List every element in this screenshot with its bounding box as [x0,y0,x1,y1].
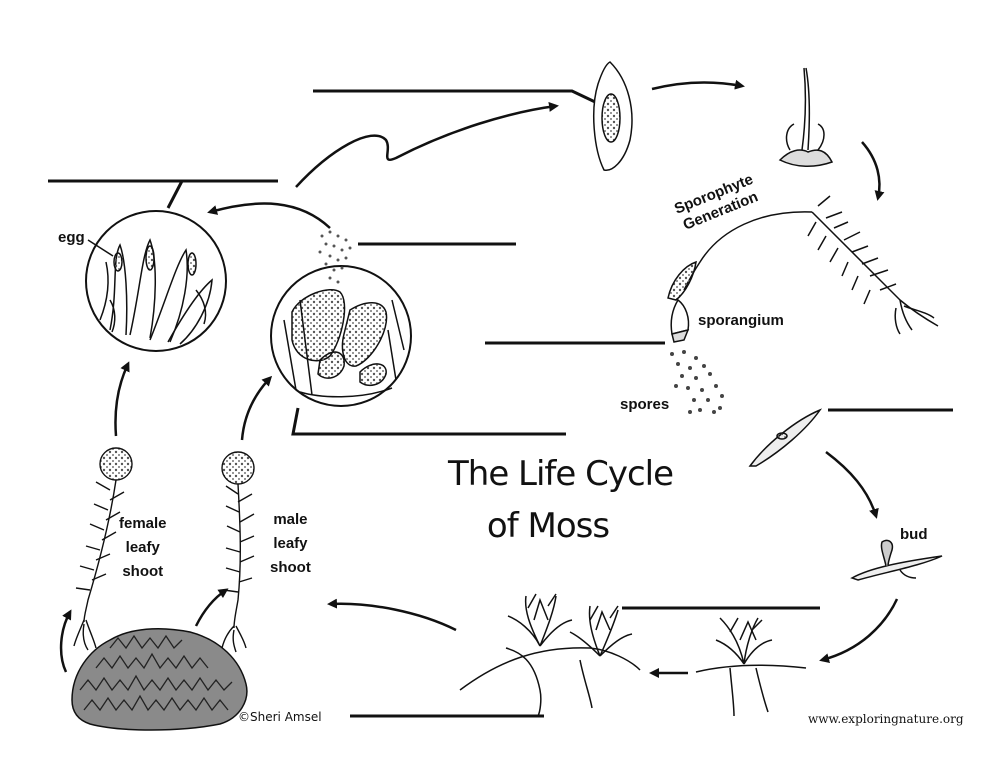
moss-colony-illustration [71,628,248,731]
arrow-colony-to-male [194,588,229,627]
sporangium-illustration [670,298,690,343]
label-egg: egg [58,229,85,246]
female-leafy-shoot-illustration [73,447,133,651]
antheridia-illustration [270,265,412,407]
mature-gametophyte-illustration [459,593,641,717]
label-male-leafy-shoot: male leafy shoot [270,508,311,580]
diagram-title-line1: The Life Cycle [448,454,674,494]
label-spores: spores [620,396,670,413]
arrow-zygote-to-sporophyte [651,79,745,91]
male-leafy-shoot-illustration [221,451,255,653]
label-male-leafy-word: leafy [273,535,308,552]
protonema-bud-illustration [850,539,943,581]
answer-lines [48,89,953,718]
label-bud: bud [900,526,928,543]
young-gametophyte-illustration [695,617,807,717]
archegonia-illustration [85,210,227,352]
diagram-title-line2: of Moss [486,506,610,546]
arrow-female-to-archegonium [114,361,130,437]
mature-sporophyte-illustration [667,195,939,335]
spores-cluster [670,350,724,414]
label-female-word: female [119,515,167,532]
cycle-arrows [59,79,899,678]
answer-line-zygote [313,89,613,112]
arrow-sperm-to-egg [207,202,331,229]
young-sporophyte-illustration [778,67,834,167]
arrow-male-to-antheridium [240,375,273,441]
zygote-illustration [593,61,633,171]
sperm-cluster [318,230,352,284]
arrow-to-zygote [295,101,559,188]
arrow-to-colony [327,598,457,632]
website-text: www.exploringnature.org [808,712,964,726]
arrow-colony-to-female [59,609,72,673]
arrow-bud-to-gametophyte [819,598,899,664]
credit-text: ©Sheri Amsel [238,710,322,724]
label-female-leafy-shoot: female leafy shoot [119,512,167,584]
label-male-word: male [273,511,308,528]
label-sporangium: sporangium [698,312,784,329]
label-male-shoot-word: shoot [270,559,311,576]
answer-line-egg-stem [166,180,184,209]
arrow-spore-to-protonema [825,451,879,519]
arrow-sporophyte-down [861,141,885,201]
label-female-shoot-word: shoot [122,563,164,580]
germinating-spore-illustration [748,408,823,467]
label-female-leafy-word: leafy [125,539,160,556]
answer-line-antheridium [291,407,566,436]
